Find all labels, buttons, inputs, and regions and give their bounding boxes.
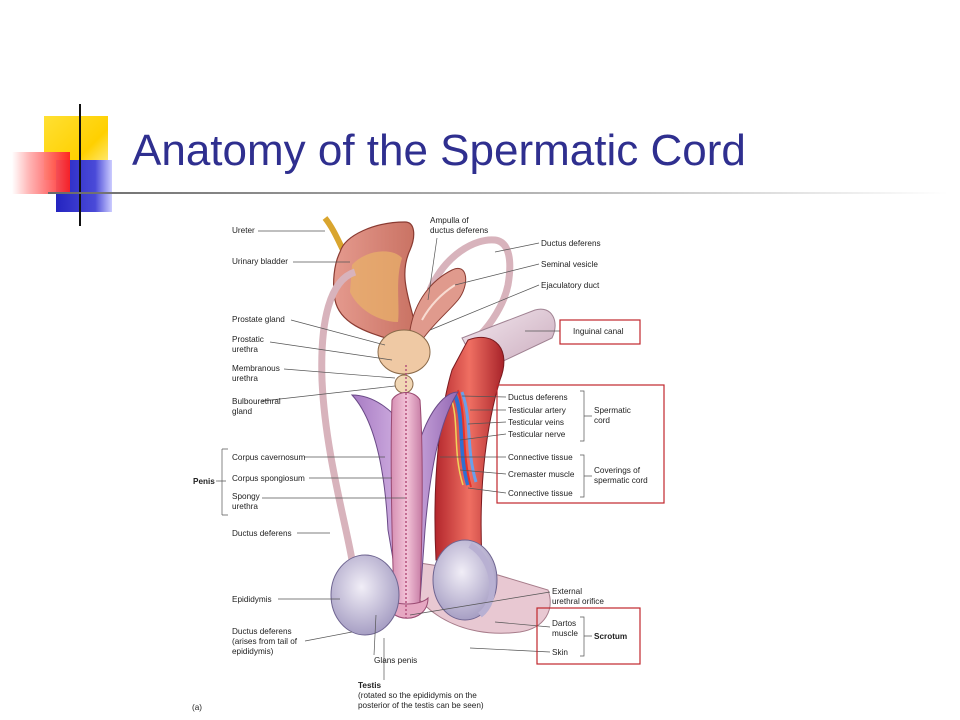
label-dartos-1: Dartos [552,619,577,628]
label-prostatic-urethra-1: Prostatic [232,335,264,344]
label-external-urethral-2: urethral orifice [552,597,604,606]
label-dartos-2: muscle [552,629,578,638]
label-seminal-vesicle: Seminal vesicle [541,260,598,269]
label-testicular-artery: Testicular artery [508,406,566,415]
label-testicular-veins: Testicular veins [508,418,564,427]
label-ampulla-1: Ampulla of [430,216,469,225]
label-scrotum: Scrotum [594,632,628,641]
label-testis-note-1: (rotated so the epididymis on the [358,691,477,700]
label-ureter: Ureter [232,226,255,235]
label-inguinal-canal: Inguinal canal [573,327,624,336]
label-testis-note-2: posterior of the testis can be seen) [358,701,484,710]
label-prostate-gland: Prostate gland [232,315,285,324]
label-spermatic-cord-2: cord [594,416,610,425]
label-panel-letter: (a) [192,703,203,712]
label-ductus-deferens-tail-2: (arises from tail of [232,637,298,646]
label-external-urethral-1: External [552,587,583,596]
label-ductus-deferens-tail-3: epididymis) [232,647,274,656]
label-testicular-nerve: Testicular nerve [508,430,566,439]
label-corpus-spongiosum: Corpus spongiosum [232,474,305,483]
label-ductus-deferens-left: Ductus deferens [232,529,292,538]
title-divider [48,192,948,194]
label-prostatic-urethra-2: urethra [232,345,258,354]
scrotum-highlight [536,607,641,665]
label-bulbourethral-1: Bulbourethral [232,397,281,406]
label-membranous-urethra-2: urethra [232,374,258,383]
label-cord-ductus-deferens: Ductus deferens [508,393,568,402]
label-spongy-urethra-1: Spongy [232,492,260,501]
label-urinary-bladder: Urinary bladder [232,257,288,266]
label-spermatic-cord-1: Spermatic [594,406,631,415]
label-skin: Skin [552,648,568,657]
label-coverings-1: Coverings of [594,466,640,475]
label-connective-tissue-2: Connective tissue [508,489,573,498]
label-ejaculatory-duct: Ejaculatory duct [541,281,600,290]
label-ductus-deferens-tail-1: Ductus deferens [232,627,292,636]
decor-vertical-line [79,104,81,226]
label-penis: Penis [193,477,215,486]
label-ductus-deferens-right: Ductus deferens [541,239,601,248]
label-cremaster-muscle: Cremaster muscle [508,470,575,479]
label-membranous-urethra-1: Membranous [232,364,280,373]
label-corpus-cavernosum: Corpus cavernosum [232,453,306,462]
spermatic-cord-highlight [496,384,665,504]
label-bulbourethral-2: gland [232,407,253,416]
label-testis: Testis [358,681,382,690]
inguinal-canal-highlight [559,319,641,345]
label-connective-tissue-1: Connective tissue [508,453,573,462]
decor-red-square [12,152,70,194]
label-epididymis: Epididymis [232,595,272,604]
label-coverings-2: spermatic cord [594,476,648,485]
label-glans-penis: Glans penis [374,656,418,665]
label-spongy-urethra-2: urethra [232,502,258,511]
label-ampulla-2: ductus deferens [430,226,489,235]
slide-title: Anatomy of the Spermatic Cord [132,126,746,175]
